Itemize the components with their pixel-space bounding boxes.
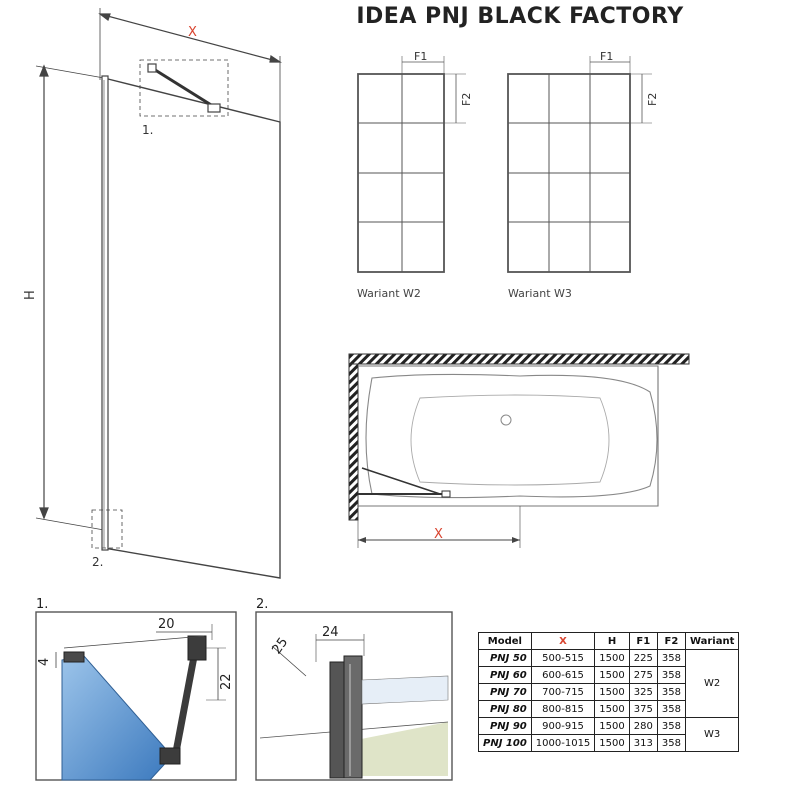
dim-20-label: 20: [158, 617, 175, 632]
cell-model: PNJ 60: [478, 666, 532, 684]
cell-model: PNJ 50: [478, 649, 532, 667]
variant-w2-caption: Wariant W2: [357, 287, 421, 300]
callout-box-1: [139, 59, 229, 117]
cell-h: 1500: [594, 683, 630, 701]
cell-x: 700-715: [530, 683, 596, 701]
cell-variant-w2: W2: [684, 649, 740, 718]
cell-x: 500-515: [530, 649, 596, 667]
glass-panel: [103, 77, 281, 579]
cell-h: 1500: [594, 666, 630, 684]
wall-left: [348, 363, 359, 521]
spec-table: Model X H F1 F2 Wariant PNJ 50 500-515 1…: [478, 632, 740, 752]
cell-h: 1500: [594, 700, 630, 718]
cell-f2: 358: [656, 734, 686, 752]
callout-box-2: [91, 509, 123, 549]
dim-4-label: 4: [37, 658, 52, 666]
glass-clamp: [159, 747, 181, 765]
table-row: PNJ 90 900-915 1500 280 358 W3: [478, 717, 740, 752]
cell-h: 1500: [594, 649, 630, 667]
f1-w2-label: F1: [414, 50, 427, 63]
detail-2-title: 2.: [256, 597, 268, 612]
header-model: Model: [478, 632, 532, 650]
header-h: H: [594, 632, 630, 650]
cell-x: 1000-1015: [530, 734, 596, 752]
top-clamp: [63, 651, 85, 663]
cell-f1: 280: [628, 717, 658, 735]
wall-profile-section: [329, 661, 345, 779]
cell-f2: 358: [656, 717, 686, 735]
header-f1: F1: [628, 632, 658, 650]
stabilizer-bar: [151, 66, 217, 110]
page-title: IDEA PNJ BLACK FACTORY: [356, 4, 684, 29]
header-f2: F2: [656, 632, 686, 650]
drain-icon: [500, 414, 512, 426]
support-bar: [172, 645, 200, 753]
cell-h: 1500: [594, 717, 630, 735]
cell-model: PNJ 80: [478, 700, 532, 718]
bathtub-plan-view: [348, 353, 690, 548]
callout-1-label: 1.: [142, 123, 153, 137]
cell-variant-w3: W3: [684, 717, 740, 752]
wall-top: [348, 353, 690, 365]
cell-f1: 375: [628, 700, 658, 718]
h-label: H: [23, 290, 38, 300]
cell-f2: 358: [656, 666, 686, 684]
table-row: PNJ 100 1000-1015 1500 313 358: [478, 734, 739, 752]
cell-f1: 275: [628, 666, 658, 684]
wall-profile: [101, 75, 109, 551]
floor-area: [356, 722, 448, 776]
cell-model: PNJ 70: [478, 683, 532, 701]
wall-bracket: [187, 635, 207, 661]
dim-24-label: 24: [322, 625, 339, 640]
cell-f1: 313: [628, 734, 658, 752]
f1-w3-label: F1: [600, 50, 613, 63]
header-wariant: Wariant: [684, 632, 740, 650]
callout-2-label: 2.: [92, 555, 103, 569]
detail-1-panel: [35, 611, 237, 781]
table-row: PNJ 50 500-515 1500 225 358 W2: [478, 649, 740, 718]
dim-22-label: 22: [219, 673, 234, 690]
variant-w2-grid: [357, 56, 466, 273]
cell-f2: 358: [656, 700, 686, 718]
cell-x: 900-915: [530, 717, 596, 735]
cell-h: 1500: [594, 734, 630, 752]
f2-w2-label: F2: [460, 93, 473, 106]
main-panel-view: [35, 8, 282, 579]
cell-f1: 325: [628, 683, 658, 701]
f2-w3-label: F2: [646, 93, 659, 106]
x-plan-label: X: [434, 527, 443, 542]
cell-model: PNJ 100: [478, 734, 532, 752]
cell-x: 800-815: [530, 700, 596, 718]
cell-f2: 358: [656, 649, 686, 667]
variant-w3-caption: Wariant W3: [508, 287, 572, 300]
cell-x: 600-615: [530, 666, 596, 684]
table-header-row: Model X H F1 F2 Wariant: [478, 632, 740, 650]
x-dimension-line: [99, 13, 281, 63]
cell-model: PNJ 90: [478, 717, 532, 735]
detail-1-title: 1.: [36, 597, 48, 612]
tub-basin: [365, 373, 658, 499]
variant-w3-grid: [507, 56, 652, 273]
cell-f2: 358: [656, 683, 686, 701]
detail-2-panel: [255, 611, 453, 781]
x-top-label: X: [188, 25, 197, 40]
cell-f1: 225: [628, 649, 658, 667]
header-x: X: [530, 632, 596, 650]
